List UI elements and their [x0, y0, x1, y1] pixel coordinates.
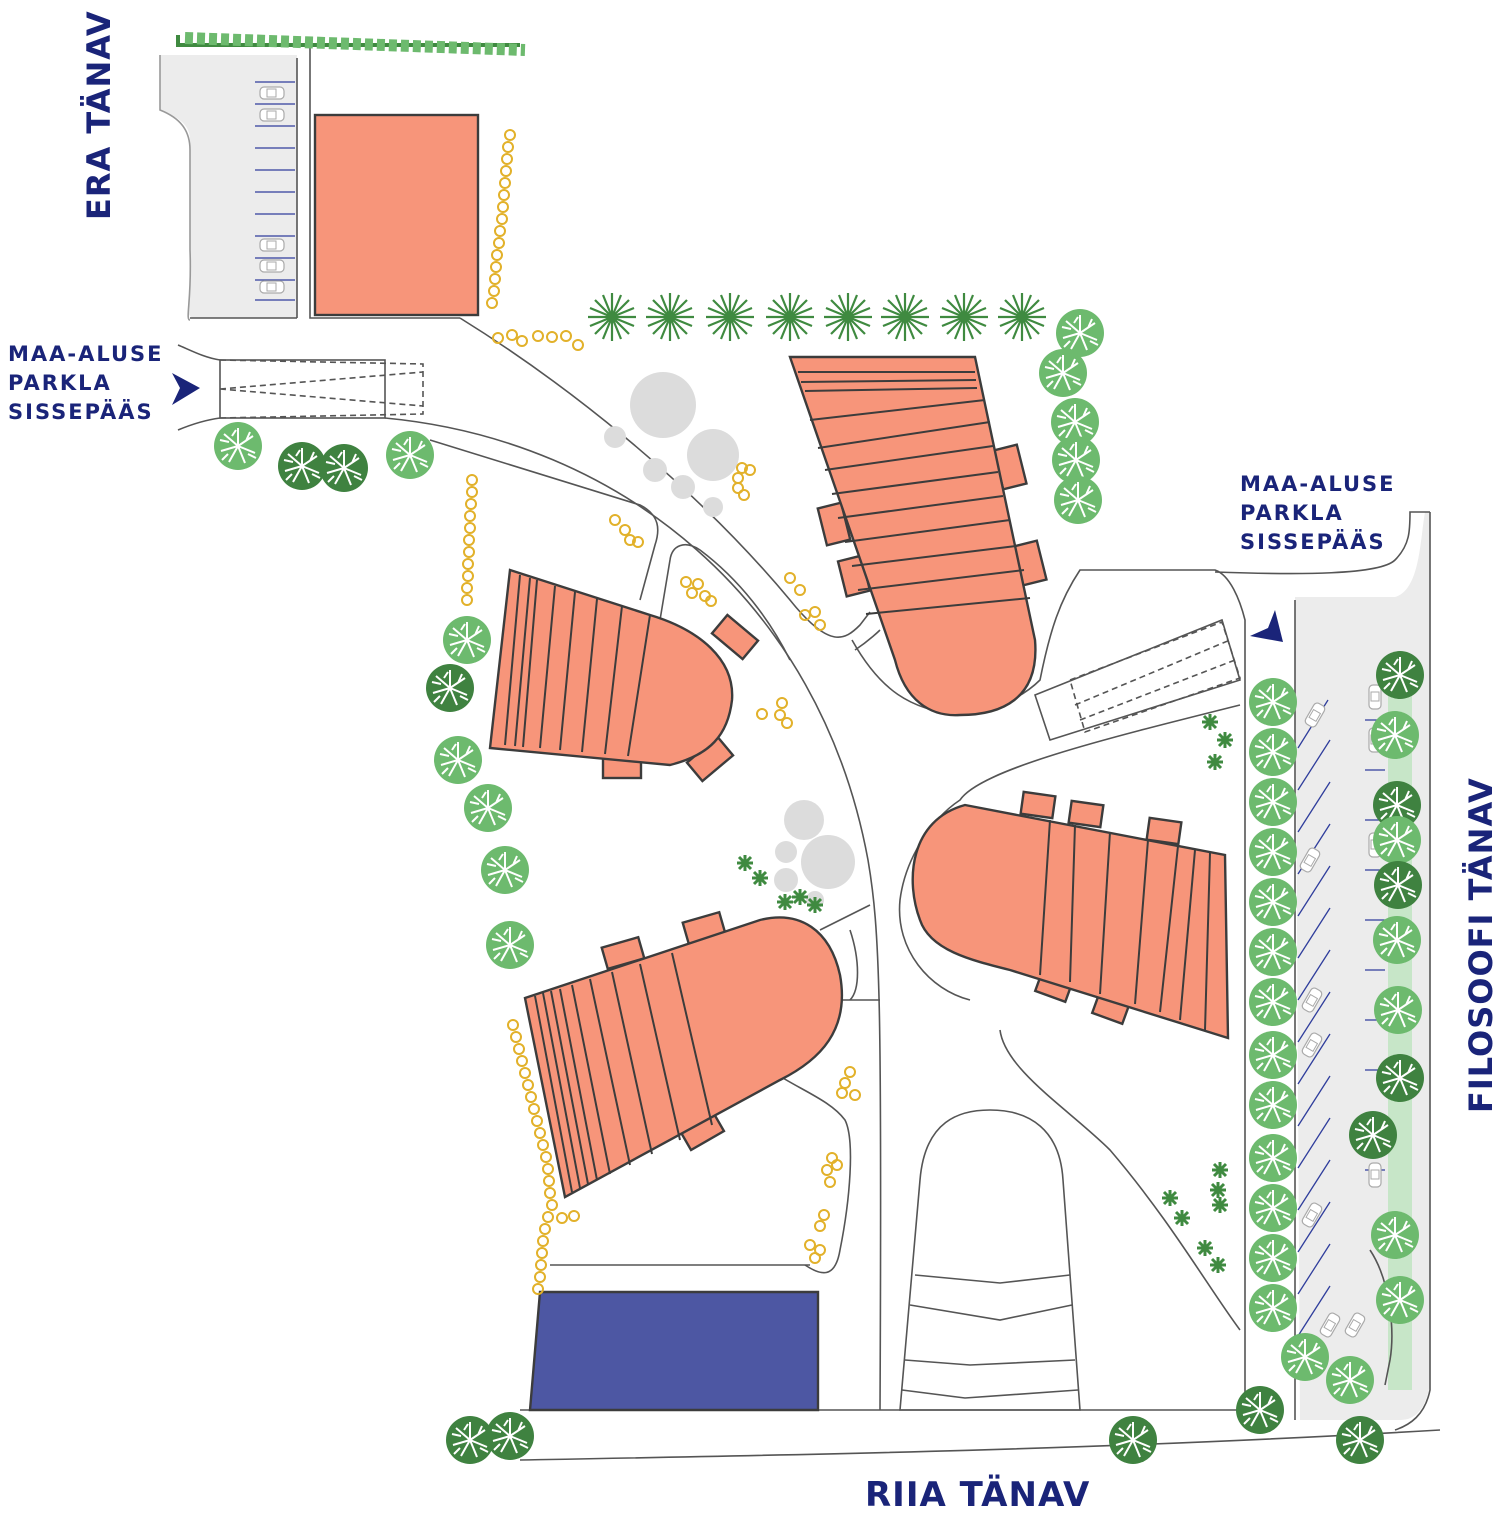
building-north [788, 355, 1048, 717]
building-southwest [523, 910, 844, 1199]
east-entrance-line2: PARKLA [1240, 501, 1344, 525]
buildings [313, 113, 1230, 1412]
entrance-arrows [172, 373, 1283, 642]
east-parking-entrance-label: MAA-ALUSE PARKLA SISSEPÄÄS [1240, 470, 1396, 557]
west-parking-bays [255, 81, 295, 301]
west-entrance-line2: PARKLA [8, 371, 112, 395]
east-entrance-arrow-icon [1250, 610, 1283, 642]
street-label-era: ERA TÄNAV [80, 10, 118, 220]
east-entrance-line1: MAA-ALUSE [1240, 472, 1396, 496]
west-entrance-line1: MAA-ALUSE [8, 342, 164, 366]
street-label-filosoofi: FILOSOOFI TÄNAV [1462, 777, 1500, 1113]
building-south-blue [528, 1290, 820, 1412]
street-label-riia: RIIA TÄNAV [865, 1475, 1091, 1515]
building-northwest [313, 113, 480, 317]
plaza-stone-circles [604, 372, 855, 909]
west-entrance-arrow-icon [172, 373, 200, 405]
west-entrance-line3: SISSEPÄÄS [8, 400, 154, 424]
palm-row [586, 291, 1048, 343]
north-hedge [184, 32, 526, 56]
building-east [911, 790, 1230, 1040]
west-parking-entrance-label: MAA-ALUSE PARKLA SISSEPÄÄS [8, 340, 164, 427]
building-west [488, 568, 760, 783]
south-pavilion [899, 1109, 1081, 1411]
east-entrance-line3: SISSEPÄÄS [1240, 530, 1386, 554]
